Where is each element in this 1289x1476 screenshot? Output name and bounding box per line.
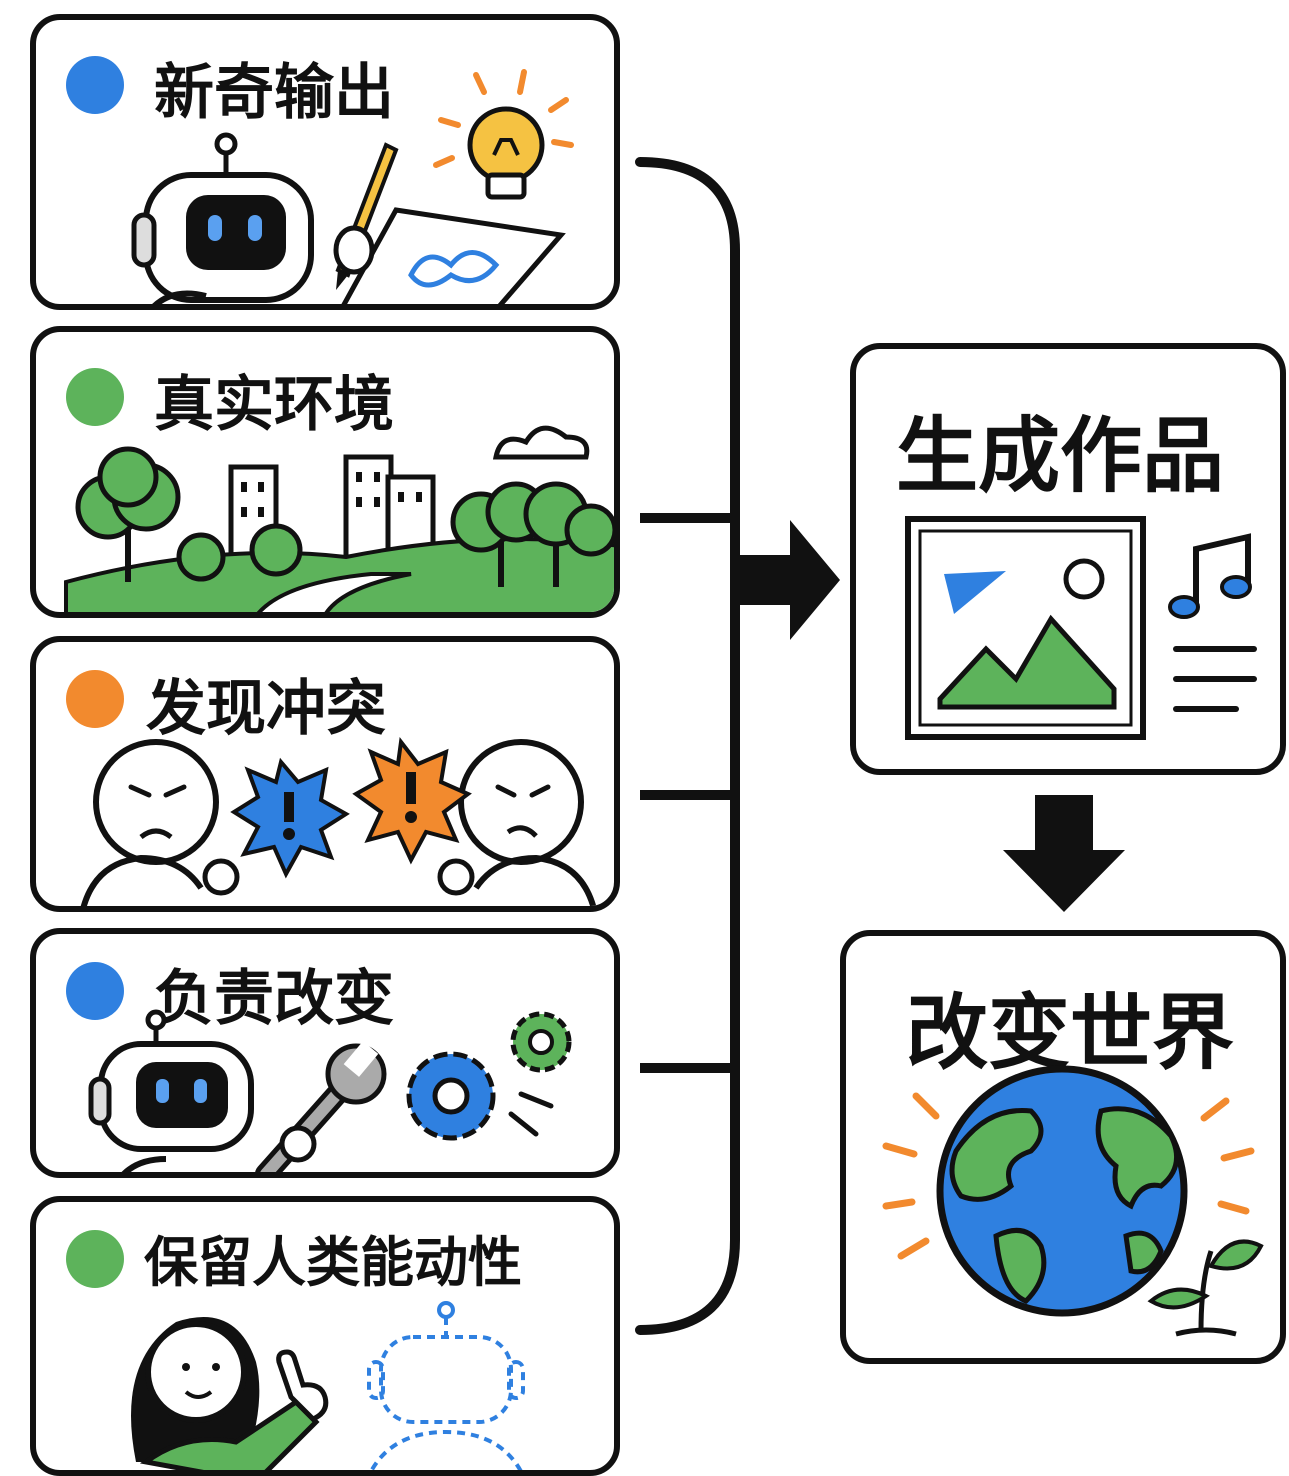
- step-label-5: 保留人类能动性: [144, 1231, 522, 1294]
- step-dot-5: [66, 1230, 124, 1288]
- down-arrow-icon: [1003, 795, 1125, 912]
- step-label-3: 发现冲突: [146, 674, 386, 744]
- step-card-5: 保留人类能动性: [30, 1196, 620, 1476]
- output-label-1: 生成作品: [896, 409, 1225, 504]
- right-arrow-icon: [735, 520, 840, 640]
- output-label-2: 改变世界: [906, 986, 1235, 1081]
- earth-globe-sprout-icon: [882, 1065, 1264, 1337]
- step-card-4: 负责改变: [30, 928, 620, 1178]
- step-card-2: 真实环境: [30, 326, 620, 618]
- step-dot-1: [66, 56, 124, 114]
- step-card-3: 发现冲突: [30, 636, 620, 912]
- robot-wrench-gears-icon: [88, 1009, 572, 1172]
- step-label-4: 负责改变: [154, 964, 394, 1034]
- output-card-1: 生成作品: [850, 343, 1286, 775]
- step-dot-4: [66, 962, 124, 1020]
- step-label-1: 新奇输出: [154, 58, 394, 128]
- output-card-2: 改变世界: [840, 930, 1286, 1364]
- step-dot-3: [66, 670, 124, 728]
- step-dot-2: [66, 368, 124, 426]
- city-park-landscape-icon: [64, 425, 614, 612]
- person-pointing-robot-outline-icon: [131, 1301, 525, 1470]
- bracket-line: [635, 157, 740, 1335]
- image-music-text-icon: [905, 516, 1257, 740]
- step-card-1: 新奇输出: [30, 14, 620, 310]
- step-label-2: 真实环境: [154, 370, 394, 440]
- robot-drawing-idea-icon: [131, 69, 574, 304]
- two-people-conflict-icon: [80, 736, 597, 906]
